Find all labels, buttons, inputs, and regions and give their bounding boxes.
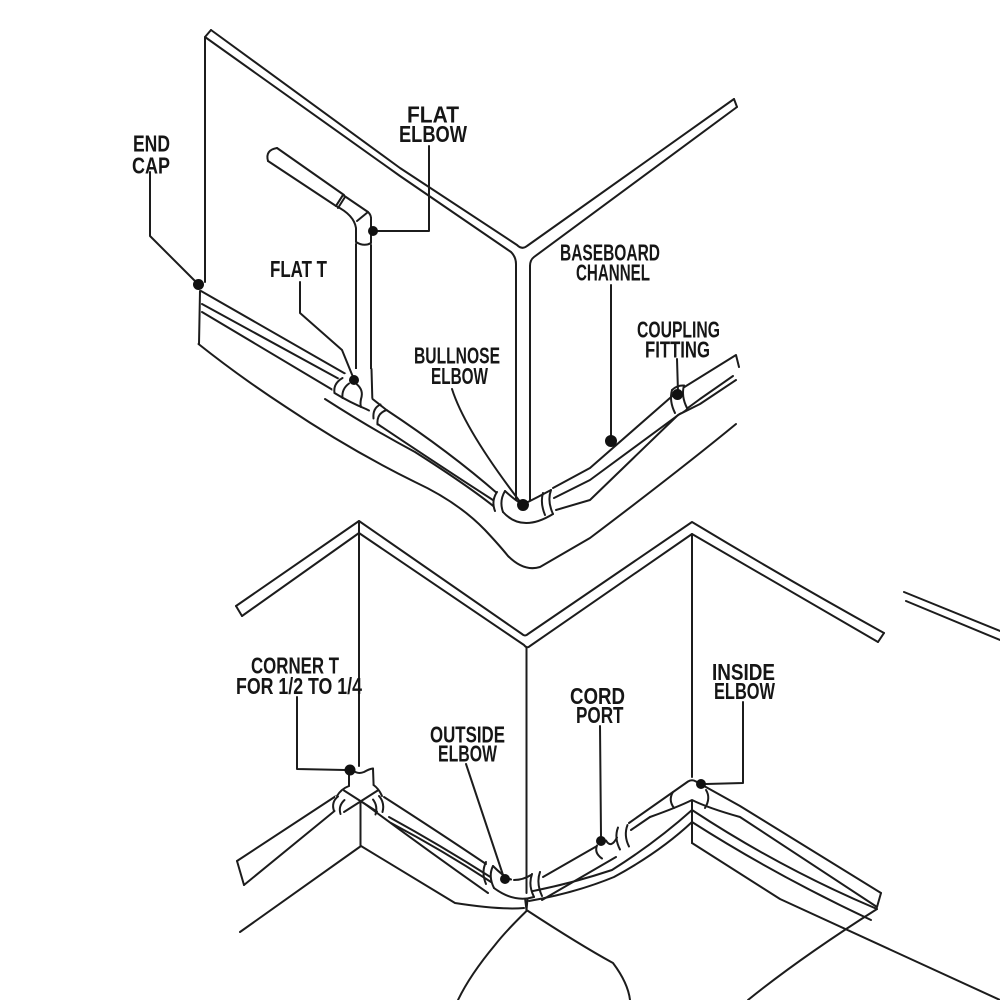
svg-text:CORD: CORD bbox=[570, 683, 625, 709]
svg-text:COUPLING: COUPLING bbox=[637, 317, 720, 343]
svg-text:PORT: PORT bbox=[576, 702, 624, 728]
svg-text:FLAT T: FLAT T bbox=[270, 256, 327, 282]
svg-text:FITTING: FITTING bbox=[645, 337, 710, 363]
svg-text:FLAT: FLAT bbox=[407, 102, 460, 128]
svg-text:BASEBOARD: BASEBOARD bbox=[560, 240, 660, 266]
svg-text:CORNER T: CORNER T bbox=[251, 653, 339, 679]
svg-text:OUTSIDE: OUTSIDE bbox=[430, 722, 505, 748]
svg-text:ELBOW: ELBOW bbox=[431, 363, 489, 389]
svg-text:ELBOW: ELBOW bbox=[714, 678, 776, 704]
svg-text:CAP: CAP bbox=[132, 153, 170, 179]
svg-text:FOR 1/2 TO 1/4: FOR 1/2 TO 1/4 bbox=[236, 673, 362, 699]
svg-text:ELBOW: ELBOW bbox=[438, 741, 498, 767]
svg-text:ELBOW: ELBOW bbox=[399, 121, 468, 147]
svg-text:INSIDE: INSIDE bbox=[712, 659, 775, 685]
svg-text:END: END bbox=[133, 131, 170, 157]
svg-text:CHANNEL: CHANNEL bbox=[576, 260, 650, 286]
svg-text:BULLNOSE: BULLNOSE bbox=[414, 343, 500, 369]
